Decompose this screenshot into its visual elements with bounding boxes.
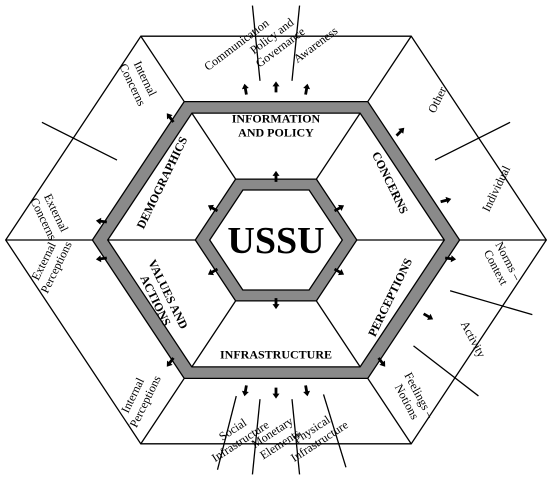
arrow-to-monetary-elements [272, 387, 280, 399]
item-divider [216, 395, 237, 470]
arrow-to-awareness [303, 83, 311, 95]
arrow-to-external-concerns [95, 217, 107, 225]
arrow-to-activity [422, 312, 434, 320]
arrow-to-external-perceptions [95, 255, 107, 263]
item-divider [41, 121, 118, 161]
inner-band-inner-edge [208, 189, 344, 291]
core-arrow-infrastructure [272, 298, 280, 310]
arrow-to-internal-concerns [166, 113, 175, 123]
section-label-information-and-policy-line: INFORMATION [232, 111, 321, 125]
core-arrow-values-and-actions [207, 267, 219, 276]
item-divider [251, 399, 261, 475]
item-divider [322, 394, 347, 468]
arrow-to-norms-context [445, 255, 457, 263]
outer-spoke [140, 378, 185, 445]
core-label: USSU [227, 220, 324, 262]
section-label-information-and-policy-line: AND POLICY [238, 125, 314, 139]
inner-spoke [315, 112, 361, 180]
item-divider [291, 399, 301, 475]
arrow-to-communication [241, 83, 249, 95]
item-divider [449, 290, 533, 316]
core-arrow-concerns [333, 204, 345, 213]
inner-spoke [191, 300, 237, 368]
core-arrow-perceptions [333, 267, 345, 276]
item-divider [251, 5, 261, 81]
core-arrow-demographics [207, 204, 219, 213]
arrow-to-internal-perceptions [166, 357, 175, 367]
item-divider [434, 121, 511, 161]
inner-spoke [191, 112, 237, 180]
core-arrow-information-and-policy [272, 170, 280, 182]
arrow-to-feelings-notions [377, 357, 386, 367]
item-divider [413, 345, 479, 397]
outer-spoke [367, 378, 412, 445]
arrow-to-other [395, 127, 405, 137]
inner-spoke [315, 300, 361, 368]
section-label-infrastructure: INFRASTRUCTURE [220, 348, 332, 362]
structure-lines [4, 5, 548, 475]
arrow-to-social-infrastructure [241, 385, 249, 397]
arrow-to-physical-infrastructure [303, 385, 311, 397]
outer-spoke [367, 35, 412, 102]
outer-spoke [140, 35, 185, 102]
section-label-infrastructure-line: INFRASTRUCTURE [220, 348, 332, 362]
flow-arrows [95, 81, 457, 399]
arrow-to-policy-and-governance [272, 81, 280, 93]
arrow-to-individual [440, 196, 452, 204]
item-divider [291, 5, 301, 81]
